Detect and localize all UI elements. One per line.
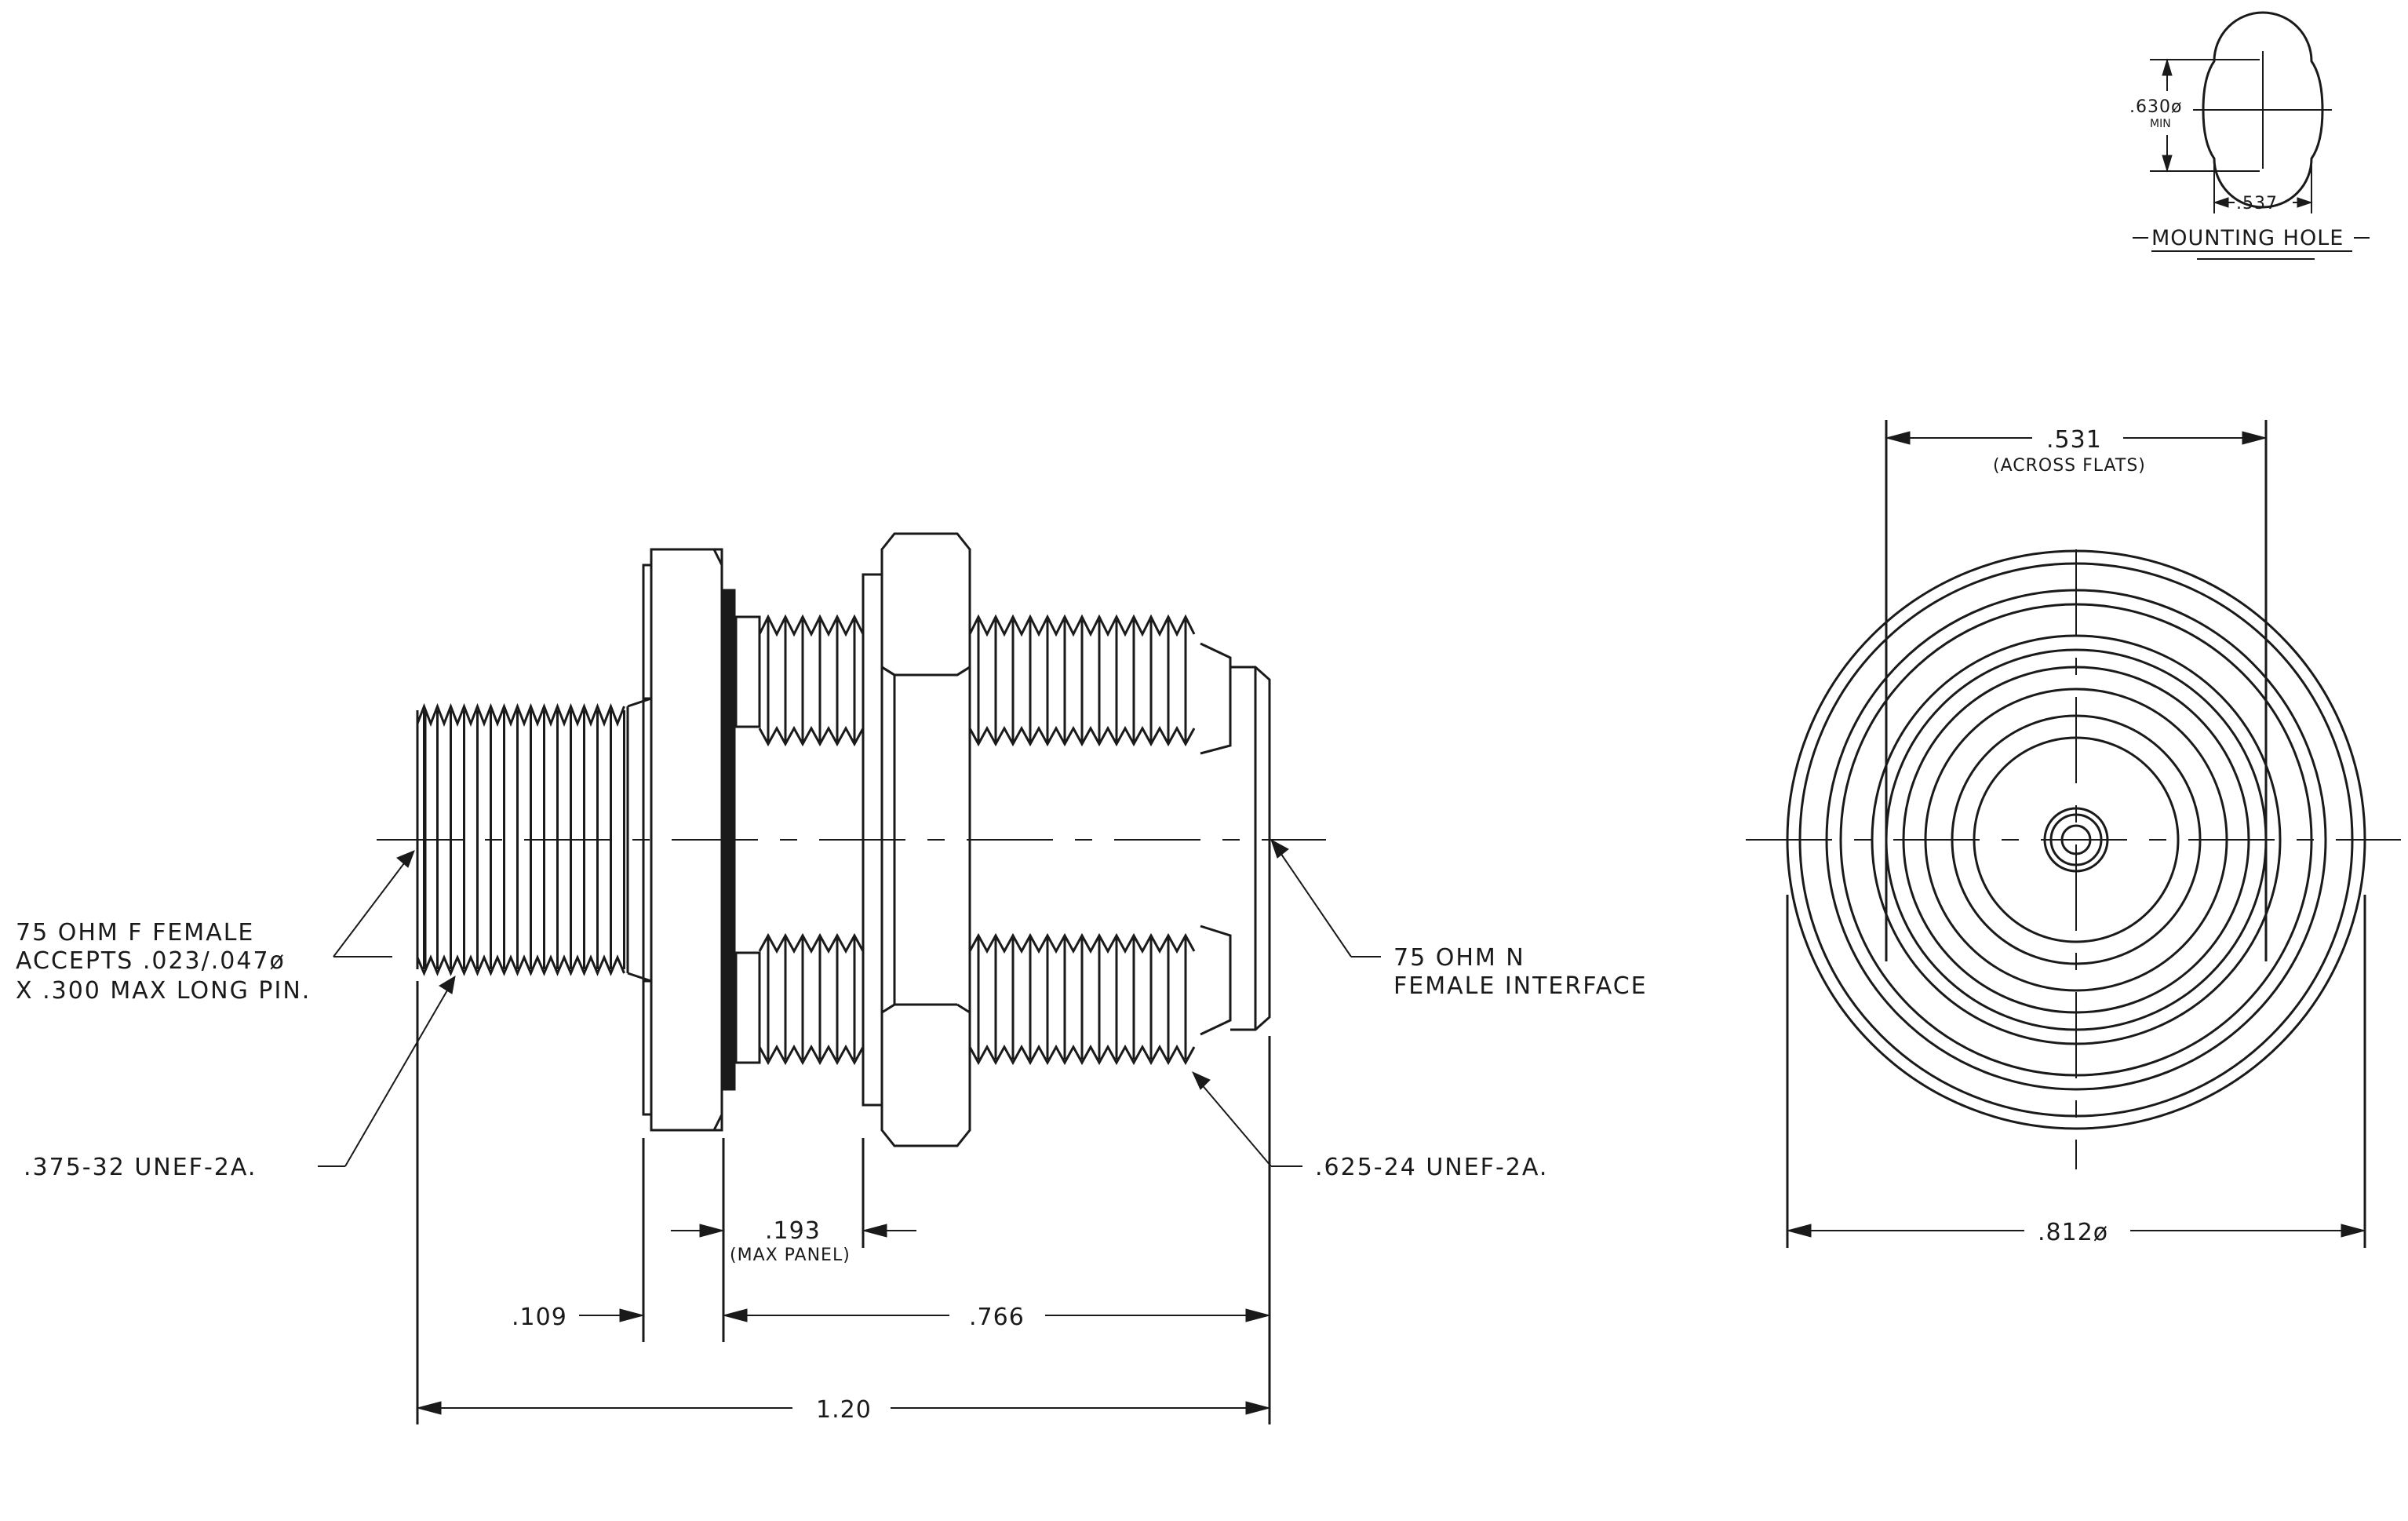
mounting-hole-title: MOUNTING HOLE: [2151, 226, 2344, 250]
n-female-text-line2: FEMALE INTERFACE: [1393, 972, 1648, 1000]
body-dimension: .766: [722, 1304, 1271, 1331]
mounting-hole-diameter: .630ø: [2129, 97, 2182, 117]
flange-dim-value: .109: [512, 1304, 567, 1331]
flange-dimension: .109: [512, 1304, 645, 1331]
end-view-rings: [1786, 549, 2366, 1130]
outer-diameter-extension: [1786, 895, 2366, 1248]
overall-dimension: 1.20: [416, 1396, 1271, 1424]
n-female-callout: 75 OHM N FEMALE INTERFACE: [1270, 838, 1648, 1000]
end-view: .531 (ACROSS FLATS) .812ø: [1746, 420, 2401, 1248]
panel-dim-note: (MAX PANEL): [730, 1246, 851, 1265]
side-view: 75 OHM F FEMALE ACCEPTS .023/.047ø X .30…: [16, 532, 1648, 1424]
n-female-text-line1: 75 OHM N: [1393, 944, 1525, 972]
f-female-text-line3: X .300 MAX LONG PIN.: [16, 977, 311, 1005]
mounting-hole-detail: .630ø MIN .537 MOUNTING HOLE: [2129, 11, 2370, 260]
outer-diameter-dimension: .812ø: [1786, 1219, 2366, 1246]
f-thread-callout: .375-32 UNEF-2A.: [24, 976, 456, 1181]
flange: [642, 548, 723, 1132]
outer-diameter-value: .812ø: [2038, 1219, 2108, 1246]
body-dim-value: .766: [969, 1304, 1025, 1331]
side-extension-lines: [416, 981, 1271, 1424]
f-thread-body: [416, 697, 652, 983]
across-flats-extension: [1885, 420, 2268, 961]
f-female-text-line1: 75 OHM F FEMALE: [16, 919, 254, 947]
f-thread-text: .375-32 UNEF-2A.: [24, 1154, 257, 1181]
mounting-hole-flat: .537: [2236, 194, 2278, 213]
across-flats-dimension: .531 (ACROSS FLATS): [1885, 426, 2268, 476]
overall-dim-value: 1.20: [816, 1396, 872, 1424]
gasket: [722, 589, 736, 1091]
across-flats-value: .531: [2046, 426, 2102, 454]
across-flats-note: (ACROSS FLATS): [1993, 456, 2146, 476]
n-thread-callout: .625-24 UNEF-2A.: [1191, 1071, 1548, 1181]
n-thread: [968, 614, 1271, 1066]
mounting-hole-diameter-note: MIN: [2150, 118, 2171, 130]
panel-dimension: .193 (MAX PANEL): [671, 1217, 916, 1265]
f-female-callout: 75 OHM F FEMALE ACCEPTS .023/.047ø X .30…: [16, 850, 415, 1005]
hex-nut: [862, 532, 971, 1147]
f-female-text-line2: ACCEPTS .023/.047ø: [16, 947, 286, 975]
panel-dim-value: .193: [765, 1217, 821, 1245]
panel-thread: [734, 614, 865, 1066]
n-thread-text: .625-24 UNEF-2A.: [1315, 1154, 1548, 1181]
